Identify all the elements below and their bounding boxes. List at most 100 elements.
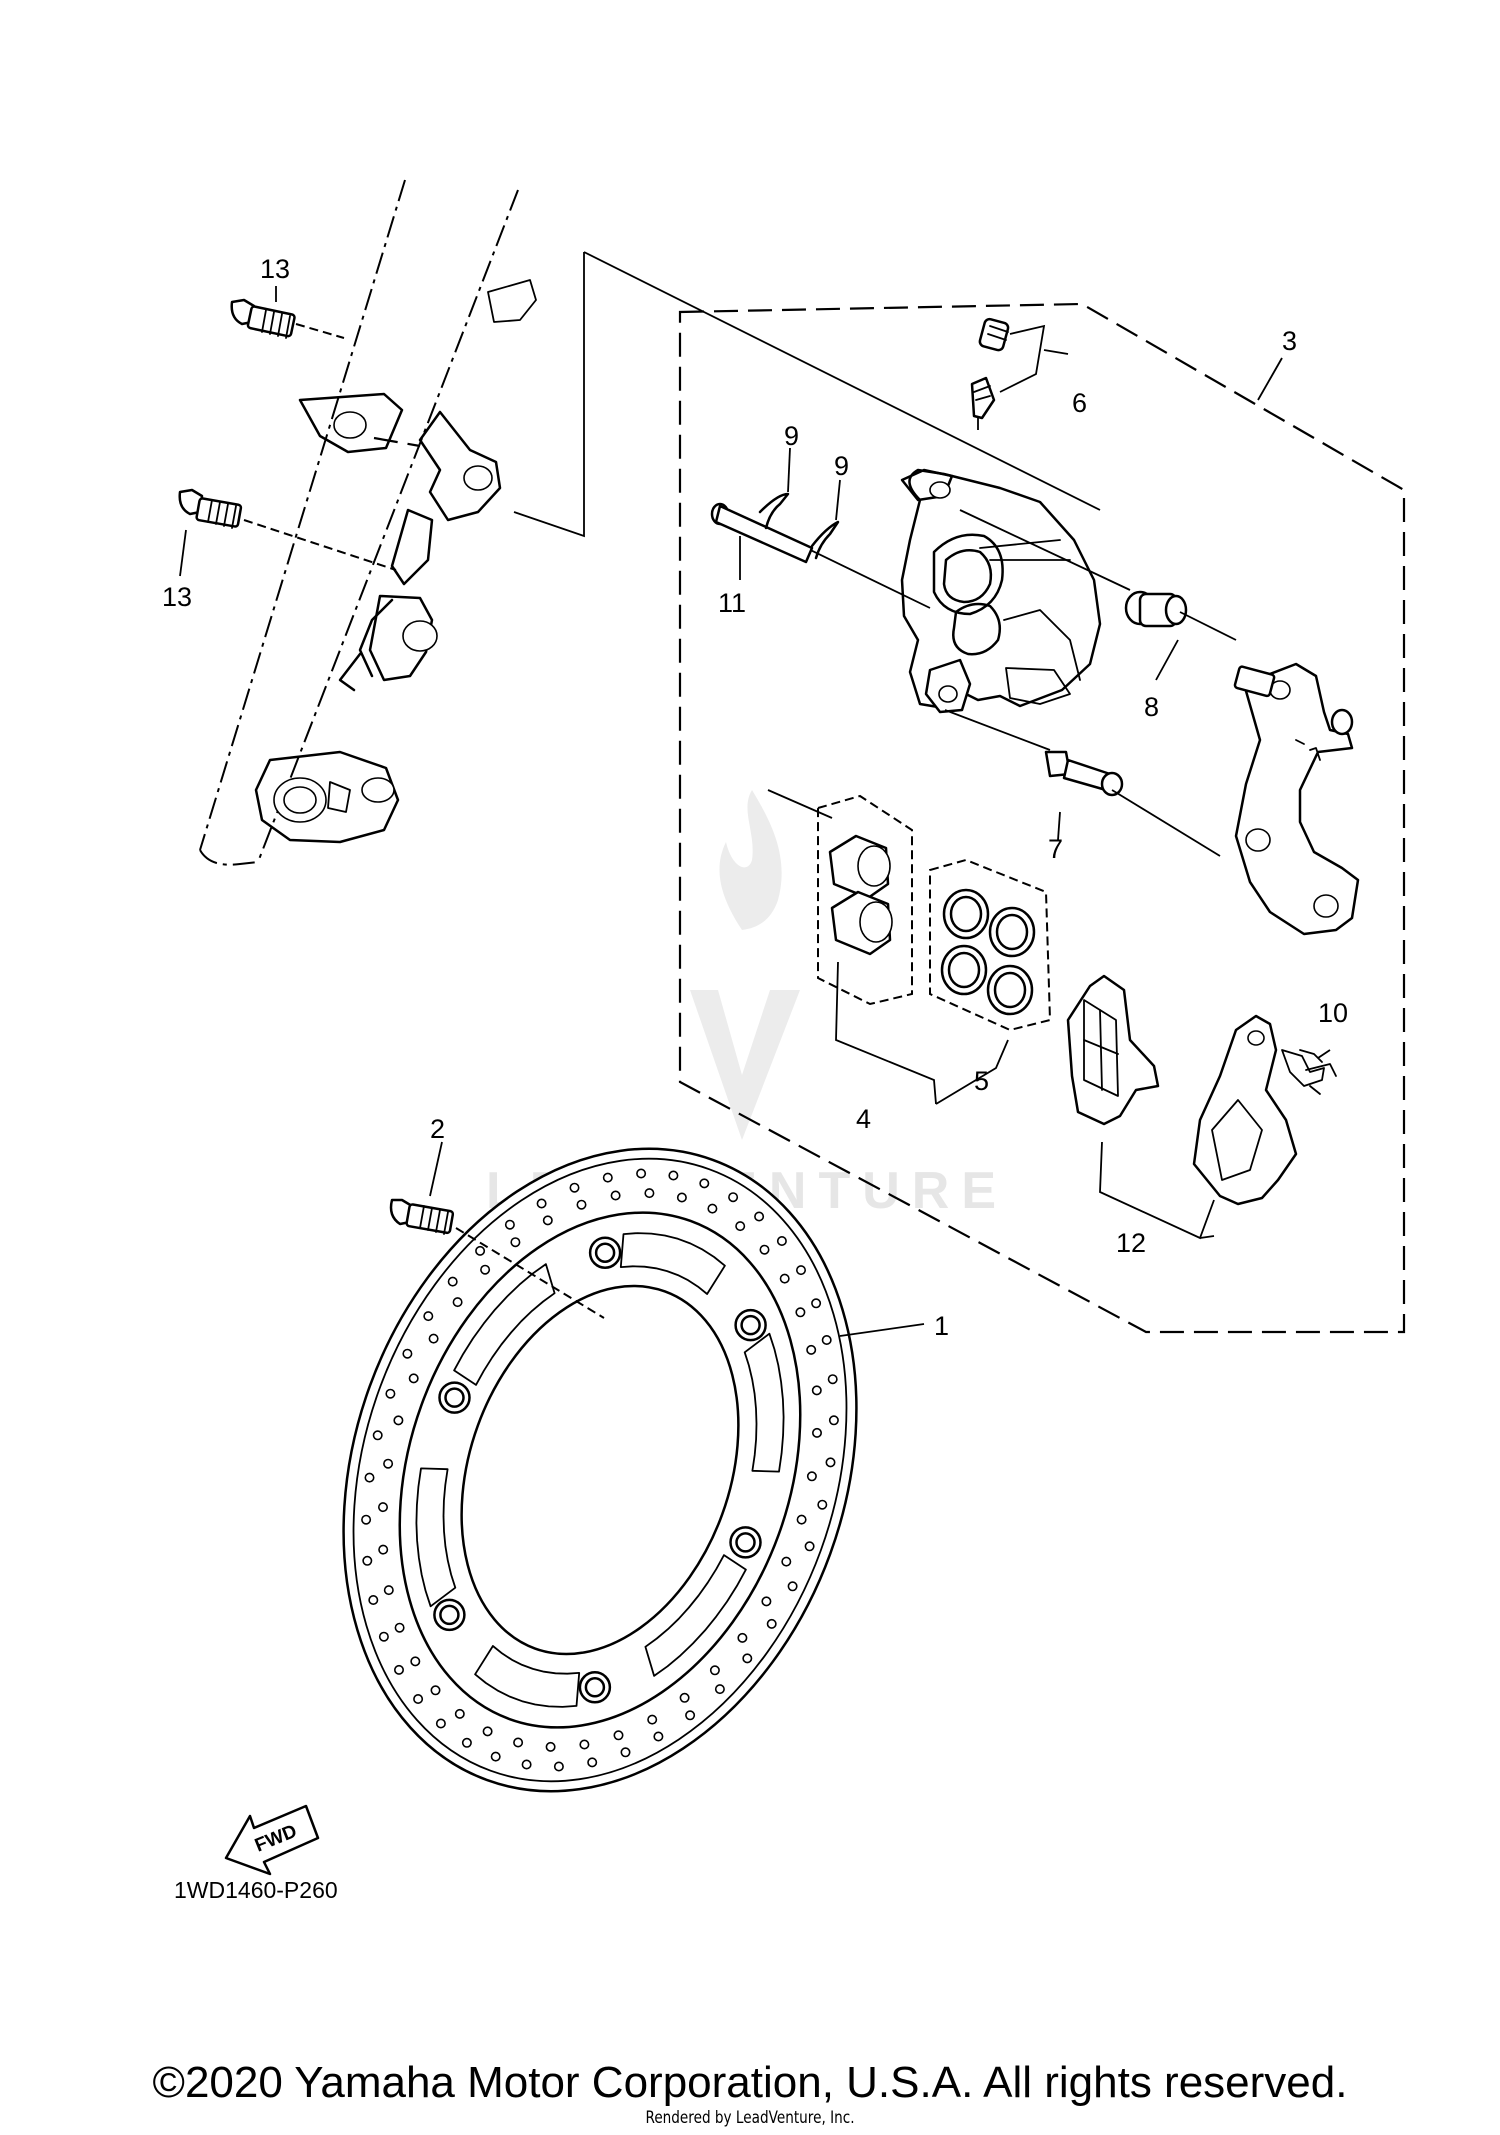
- disc-vent-hole: [447, 1276, 458, 1287]
- disc-vent-hole: [735, 1221, 746, 1232]
- disc-carrier-slot: [453, 1263, 556, 1386]
- disc-vent-hole: [490, 1751, 501, 1762]
- leadventure-watermark: LEADVENTURE: [486, 790, 996, 1220]
- disc-vent-hole: [728, 1192, 739, 1203]
- disc-vent-hole: [378, 1631, 389, 1642]
- disc-vent-hole: [454, 1708, 465, 1719]
- disc-vent-hole: [377, 1502, 388, 1513]
- disc-rivet: [735, 1532, 756, 1553]
- callout-10: 10: [1318, 998, 1348, 1028]
- disc-vent-hole: [781, 1556, 792, 1567]
- disc-vent-hole: [569, 1182, 580, 1193]
- disc-vent-hole: [644, 1188, 655, 1199]
- caliper-bolt-lower: [178, 488, 397, 571]
- callout-11: 11: [718, 588, 746, 618]
- disc-vent-hole: [811, 1427, 822, 1438]
- callout-5: 5: [974, 1066, 989, 1096]
- disc-vent-hole: [821, 1335, 832, 1346]
- disc-vent-hole: [602, 1172, 613, 1183]
- disc-vent-hole: [714, 1684, 725, 1695]
- callout-1: 1: [934, 1311, 949, 1341]
- disc-vent-hole: [383, 1585, 394, 1596]
- disc-vent-hole: [513, 1737, 524, 1748]
- disc-vent-hole: [825, 1457, 836, 1468]
- disc-vent-holes: [361, 1168, 839, 1772]
- disc-vent-hole: [647, 1714, 658, 1725]
- disc-vent-hole: [806, 1471, 817, 1482]
- disc-vent-hole: [480, 1264, 491, 1275]
- pad-spring: [1281, 1049, 1337, 1095]
- disc-vent-hole: [754, 1211, 765, 1222]
- disc-vent-hole: [475, 1245, 486, 1256]
- brake-disc: [342, 1147, 925, 1793]
- disc-vent-hole: [394, 1622, 405, 1633]
- disc-carrier-slots: [415, 1232, 785, 1708]
- pad-pin: [710, 502, 814, 580]
- disc-vent-hole: [610, 1190, 621, 1201]
- disc-vent-hole: [410, 1656, 421, 1667]
- disc-carrier-slot: [619, 1232, 726, 1295]
- disc-vent-hole: [430, 1685, 441, 1696]
- caliper-bracket: [1179, 611, 1360, 936]
- disc-rivet: [444, 1387, 465, 1408]
- disc-vent-hole: [482, 1726, 493, 1737]
- callout-3: 3: [1282, 326, 1297, 356]
- disc-vent-hole: [361, 1514, 372, 1525]
- disc-carrier-slot: [474, 1645, 581, 1708]
- disc-vent-hole: [787, 1581, 798, 1592]
- callout-9-left: 9: [784, 421, 799, 451]
- caliper-boot: [1124, 590, 1188, 681]
- disc-vent-hole: [795, 1265, 806, 1276]
- disc-vent-hole: [668, 1170, 679, 1181]
- bleed-screw: [970, 317, 1069, 430]
- disc-vent-hole: [510, 1237, 521, 1248]
- disc-vent-hole: [504, 1219, 515, 1230]
- disc-vent-hole: [368, 1595, 379, 1606]
- disc-carrier-slot: [415, 1467, 457, 1608]
- disc-vent-hole: [676, 1192, 687, 1203]
- disc-vent-hole: [362, 1555, 373, 1566]
- disc-vent-hole: [452, 1297, 463, 1308]
- disc-vent-hole: [393, 1664, 404, 1675]
- disc-vent-hole: [804, 1541, 815, 1552]
- disc-vent-hole: [553, 1761, 564, 1772]
- disc-vent-hole: [620, 1747, 631, 1758]
- callout-9-right: 9: [834, 451, 849, 481]
- disc-vent-hole: [699, 1178, 710, 1189]
- disc-vent-hole: [587, 1757, 598, 1768]
- callout-8: 8: [1144, 692, 1159, 722]
- disc-vent-hole: [428, 1333, 439, 1344]
- brake-caliper-body: [731, 468, 1131, 751]
- disc-vent-hole: [709, 1665, 720, 1676]
- disc-vent-hole: [796, 1514, 807, 1525]
- front-fork-leg: [199, 179, 537, 866]
- disc-vent-hole: [378, 1544, 389, 1555]
- caliper-piston-kit: [767, 789, 937, 1105]
- disc-vent-hole: [806, 1344, 817, 1355]
- disc-rivet: [439, 1604, 460, 1626]
- disc-vent-hole: [579, 1739, 590, 1750]
- disc-rivet: [740, 1314, 761, 1336]
- caliper-bolt-upper: [230, 298, 421, 448]
- disc-carrier-slot: [743, 1332, 785, 1473]
- disc-vent-hole: [759, 1244, 770, 1255]
- forward-arrow-icon: FWD: [224, 1804, 320, 1876]
- disc-rivet: [584, 1677, 606, 1698]
- disc-vent-hole: [653, 1731, 664, 1742]
- disc-vent-hole: [828, 1415, 839, 1426]
- disc-vent-hole: [372, 1430, 383, 1441]
- callout-12: 12: [1116, 1228, 1146, 1258]
- disc-vent-hole: [817, 1499, 828, 1510]
- disc-vent-hole: [402, 1348, 413, 1359]
- disc-vent-hole: [393, 1415, 404, 1426]
- caliper-seal-kit: [929, 858, 1052, 1105]
- disc-vent-hole: [576, 1199, 587, 1210]
- disc-vent-hole: [364, 1472, 375, 1483]
- disc-vent-hole: [542, 1215, 553, 1226]
- disc-vent-hole: [779, 1273, 790, 1284]
- disc-vent-hole: [795, 1307, 806, 1318]
- disc-vent-hole: [461, 1737, 472, 1748]
- disc-vent-hole: [766, 1618, 777, 1629]
- disc-carrier-slot: [644, 1554, 747, 1677]
